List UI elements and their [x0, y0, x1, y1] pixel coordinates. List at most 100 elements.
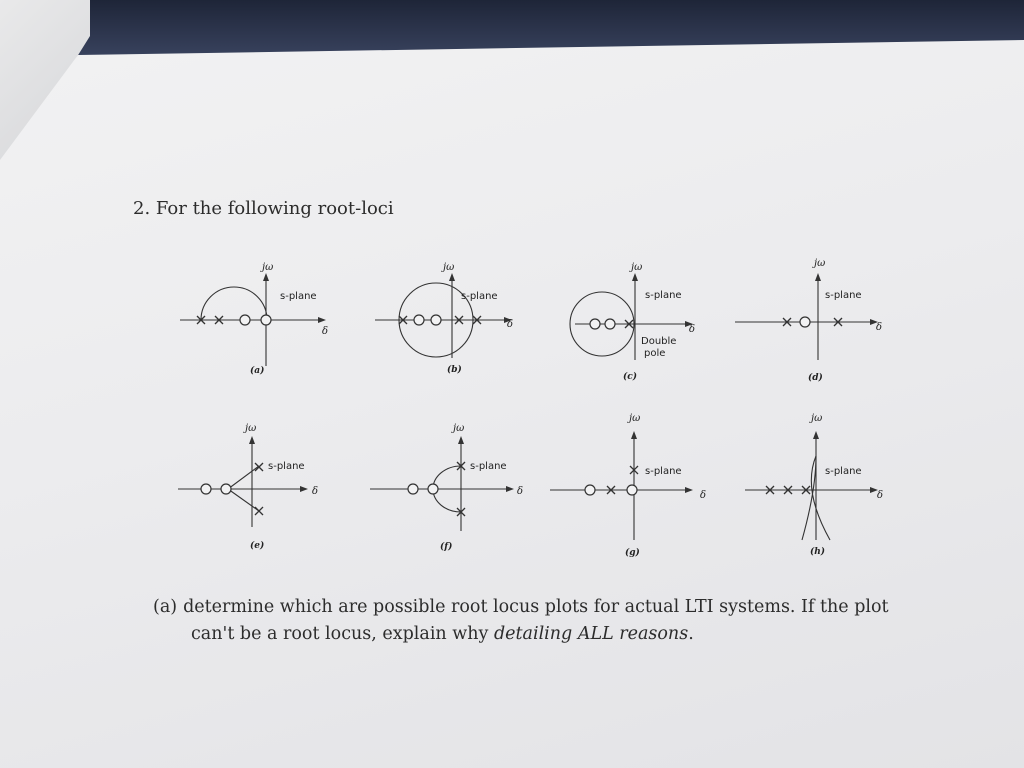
locus-circle — [569, 291, 635, 357]
caption-e: (e) — [250, 540, 264, 551]
vertical-axis-label: jω — [260, 262, 273, 273]
real-axis-arrow — [870, 319, 878, 325]
root-locus-a: jω s-plane δ (a) — [170, 248, 340, 388]
pole-marker — [398, 315, 408, 325]
caption-b: (b) — [447, 364, 462, 375]
horizontal-axis-label: δ — [689, 324, 695, 335]
double-pole-label-line1: Double — [641, 336, 676, 347]
vertical-axis-label: jω — [441, 262, 454, 273]
zero-marker — [799, 316, 811, 328]
pole-marker — [456, 461, 466, 471]
root-locus-g: jω s-plane δ (g) — [545, 408, 730, 558]
pole-marker — [254, 506, 264, 516]
pole-marker — [629, 465, 639, 475]
plane-label: s-plane — [645, 290, 682, 301]
real-axis-arrow — [300, 486, 308, 492]
horizontal-axis-label: δ — [517, 486, 523, 497]
zero-marker — [626, 484, 638, 496]
locus-branch — [200, 286, 268, 321]
double-pole-label-line2: pole — [644, 348, 665, 359]
imaginary-axis-arrow — [263, 273, 269, 281]
plane-label: s-plane — [470, 461, 507, 472]
zero-marker — [200, 483, 212, 495]
plane-label: s-plane — [280, 291, 317, 302]
pole-marker — [454, 315, 464, 325]
real-axis-arrow — [870, 487, 878, 493]
horizontal-axis-label: δ — [322, 326, 328, 337]
horizontal-axis-label: δ — [877, 490, 883, 501]
plane-label: s-plane — [461, 291, 498, 302]
vertical-axis-label: jω — [629, 262, 642, 273]
zero-marker — [220, 483, 232, 495]
zero-marker — [430, 314, 442, 326]
zero-marker — [604, 318, 616, 330]
imaginary-axis-arrow — [631, 431, 637, 439]
question-part-a: (a)determine which are possible root loc… — [153, 594, 953, 648]
zero-marker — [584, 484, 596, 496]
pole-marker — [782, 317, 792, 327]
real-axis-arrow — [504, 317, 512, 323]
vertical-axis-label: jω — [809, 413, 822, 424]
caption-g: (g) — [625, 547, 640, 558]
question-line2-start: can't be a root locus, explain why — [191, 624, 494, 644]
locus-branch — [227, 465, 260, 490]
caption-f: (f) — [440, 541, 452, 552]
imaginary-axis-arrow — [249, 436, 255, 444]
real-axis-arrow — [506, 486, 514, 492]
horizontal-axis-label: δ — [876, 322, 882, 333]
plane-label: s-plane — [645, 466, 682, 477]
plane-label: s-plane — [825, 466, 862, 477]
root-locus-h: jω s-plane δ (h) — [740, 408, 910, 558]
zero-marker — [239, 314, 251, 326]
plane-label: s-plane — [825, 290, 862, 301]
vertical-axis-label: jω — [243, 423, 256, 434]
problem-heading: 2. For the following root-loci — [133, 198, 394, 219]
question-marker: (a) — [153, 597, 178, 617]
root-locus-c: jω s-plane δ Double pole (c) — [565, 248, 735, 388]
root-locus-f: jω s-plane δ (f) — [368, 415, 538, 560]
real-axis-arrow — [685, 487, 693, 493]
pole-marker — [606, 485, 616, 495]
pole-marker — [783, 485, 793, 495]
root-locus-e: jω s-plane δ (e) — [170, 415, 340, 560]
locus-branch — [227, 488, 260, 512]
double-pole-marker — [624, 319, 634, 329]
vertical-axis-label: jω — [451, 423, 464, 434]
vertical-axis-label: jω — [812, 258, 825, 269]
root-locus-d: jω s-plane δ (d) — [730, 248, 900, 388]
pole-marker — [254, 462, 264, 472]
pole-marker — [196, 315, 206, 325]
pole-marker — [214, 315, 224, 325]
imaginary-axis-arrow — [449, 273, 455, 281]
pole-marker — [456, 507, 466, 517]
imaginary-axis-arrow — [458, 436, 464, 444]
zero-marker — [427, 483, 439, 495]
zero-marker — [413, 314, 425, 326]
caption-h: (h) — [810, 546, 825, 557]
imaginary-axis-arrow — [815, 273, 821, 281]
pole-marker — [472, 315, 482, 325]
imaginary-axis-arrow — [632, 273, 638, 281]
real-axis-arrow — [318, 317, 326, 323]
pole-marker — [801, 485, 811, 495]
locus-branch — [801, 455, 817, 541]
horizontal-axis-label: δ — [507, 319, 513, 330]
locus-circle — [398, 282, 474, 358]
question-line1: determine which are possible root locus … — [183, 597, 889, 617]
zero-marker — [589, 318, 601, 330]
plane-label: s-plane — [268, 461, 305, 472]
question-emphasis: detailing ALL reasons — [493, 624, 689, 644]
horizontal-axis-label: δ — [700, 490, 706, 501]
question-line2-end: . — [688, 624, 694, 644]
caption-c: (c) — [623, 371, 637, 382]
zero-marker — [407, 483, 419, 495]
zero-marker — [260, 314, 272, 326]
question-line2: can't be a root locus, explain why detai… — [153, 621, 953, 648]
pole-marker — [833, 317, 843, 327]
caption-d: (d) — [808, 372, 823, 383]
root-locus-b: jω s-plane δ (b) — [370, 248, 540, 388]
horizontal-axis-label: δ — [312, 486, 318, 497]
caption-a: (a) — [250, 365, 264, 376]
pole-marker — [765, 485, 775, 495]
